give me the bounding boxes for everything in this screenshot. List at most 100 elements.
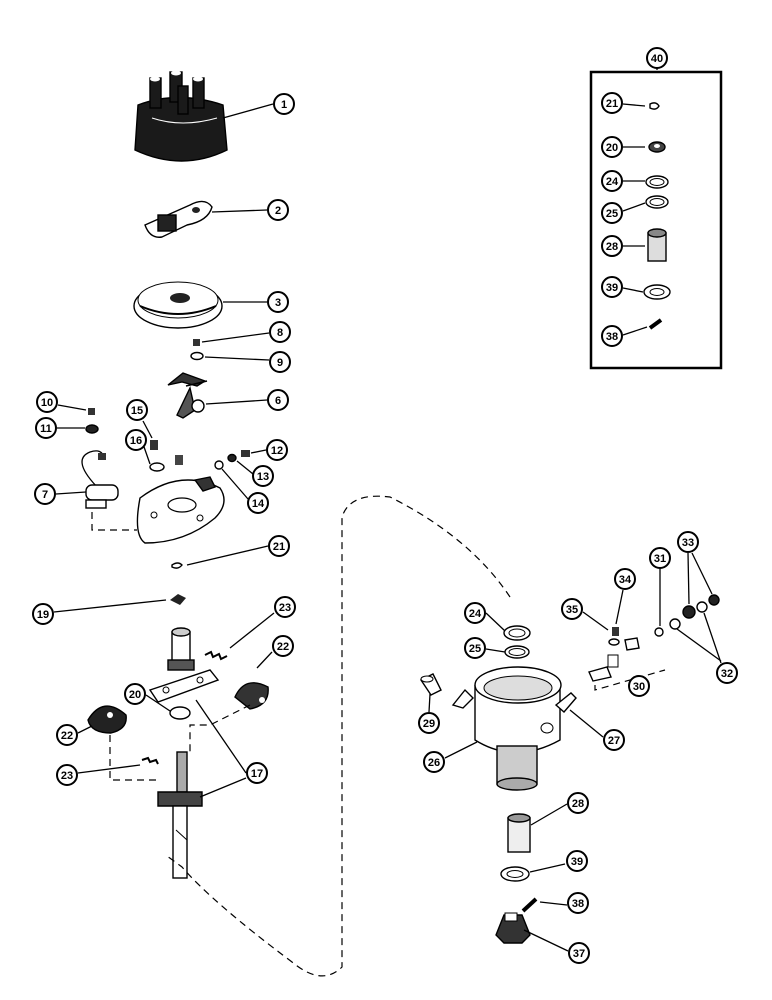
svg-text:39: 39 [606,282,618,294]
svg-text:39: 39 [571,856,583,868]
svg-text:25: 25 [606,208,618,220]
svg-text:21: 21 [606,98,618,110]
callout-33[interactable]: 33 [677,531,699,553]
callout-2[interactable]: 2 [267,199,289,221]
callout-27[interactable]: 27 [603,729,625,751]
svg-text:11: 11 [40,423,52,435]
callout-kit-28[interactable]: 28 [601,235,623,257]
callout-kit-25[interactable]: 25 [601,202,623,224]
svg-text:9: 9 [277,357,283,369]
callout-8[interactable]: 8 [269,321,291,343]
svg-text:12: 12 [271,445,283,457]
callout-25[interactable]: 25 [464,637,486,659]
callout-6[interactable]: 6 [267,389,289,411]
svg-text:20: 20 [606,142,618,154]
kit-parts [643,102,671,330]
housing-bushing-parts [495,813,538,944]
callout-9[interactable]: 9 [269,351,291,373]
callout-38[interactable]: 38 [567,892,589,914]
callout-13[interactable]: 13 [252,465,274,487]
svg-text:15: 15 [131,405,143,417]
callout-3[interactable]: 3 [267,291,289,313]
condenser [81,450,119,509]
svg-text:8: 8 [277,327,283,339]
svg-text:33: 33 [682,537,694,549]
clip [171,562,183,569]
callout-39[interactable]: 39 [566,850,588,872]
callout-kit-20[interactable]: 20 [601,136,623,158]
washer [169,706,191,720]
callout-kit-40[interactable]: 40 [646,47,668,69]
svg-text:13: 13 [257,471,269,483]
callout-32[interactable]: 32 [716,662,738,684]
svg-text:14: 14 [252,498,265,510]
svg-text:24: 24 [469,608,482,620]
screw-washer-left [85,408,99,434]
callout-35[interactable]: 35 [561,598,583,620]
svg-text:22: 22 [277,641,289,653]
callout-kit-39[interactable]: 39 [601,276,623,298]
callout-23-upper[interactable]: 23 [274,596,296,618]
rotor [144,200,213,238]
callout-kit-38[interactable]: 38 [601,325,623,347]
svg-text:7: 7 [42,489,48,501]
callout-1[interactable]: 1 [273,93,295,115]
svg-text:2: 2 [275,205,281,217]
callout-21[interactable]: 21 [268,535,290,557]
svg-text:20: 20 [129,689,141,701]
svg-text:23: 23 [61,770,73,782]
callouts: 1 2 3 8 9 6 10 11 15 16 12 13 14 7 21 19… [32,47,738,964]
callout-20[interactable]: 20 [124,683,146,705]
callout-16[interactable]: 16 [125,429,147,451]
svg-text:38: 38 [572,898,584,910]
springs [141,650,228,765]
callout-14[interactable]: 14 [247,492,269,514]
felt-wick [170,594,186,605]
callout-kit-21[interactable]: 21 [601,92,623,114]
breaker-plate [136,476,225,544]
housing-washers [503,625,531,659]
svg-text:40: 40 [651,53,663,65]
svg-text:6: 6 [275,395,281,407]
assembly-line-weights [189,704,251,753]
oiler [419,673,442,696]
assembly-line-weights-left [109,735,160,781]
callout-22-right[interactable]: 22 [272,635,294,657]
svg-text:34: 34 [619,574,632,586]
callout-29[interactable]: 29 [418,712,440,734]
callout-23-lower[interactable]: 23 [56,764,78,786]
svg-text:30: 30 [633,681,645,693]
svg-text:24: 24 [606,176,619,188]
callout-kit-24[interactable]: 24 [601,170,623,192]
distributor-housing [451,666,577,791]
svg-text:21: 21 [273,541,285,553]
svg-text:19: 19 [37,609,49,621]
svg-text:37: 37 [573,948,585,960]
assembly-line-long [165,495,511,977]
callout-30[interactable]: 30 [628,675,650,697]
callout-22-left[interactable]: 22 [56,724,78,746]
callout-19[interactable]: 19 [32,603,54,625]
assembly-line-condenser [91,512,137,531]
callout-10[interactable]: 10 [36,391,58,413]
callout-11[interactable]: 11 [35,417,57,439]
callout-28[interactable]: 28 [567,792,589,814]
cam-plate [133,281,223,329]
svg-text:3: 3 [275,297,281,309]
svg-text:23: 23 [279,602,291,614]
callout-15[interactable]: 15 [126,399,148,421]
callout-12[interactable]: 12 [266,439,288,461]
callout-26[interactable]: 26 [423,751,445,773]
housing-clamp-parts [588,594,720,682]
breaker-points [167,372,208,419]
svg-text:35: 35 [566,604,578,616]
svg-text:32: 32 [721,668,733,680]
svg-text:17: 17 [251,768,263,780]
callout-7[interactable]: 7 [34,483,56,505]
callout-37[interactable]: 37 [568,942,590,964]
callout-24[interactable]: 24 [464,602,486,624]
callout-34[interactable]: 34 [614,568,636,590]
callout-31[interactable]: 31 [649,547,671,569]
callout-17[interactable]: 17 [246,762,268,784]
